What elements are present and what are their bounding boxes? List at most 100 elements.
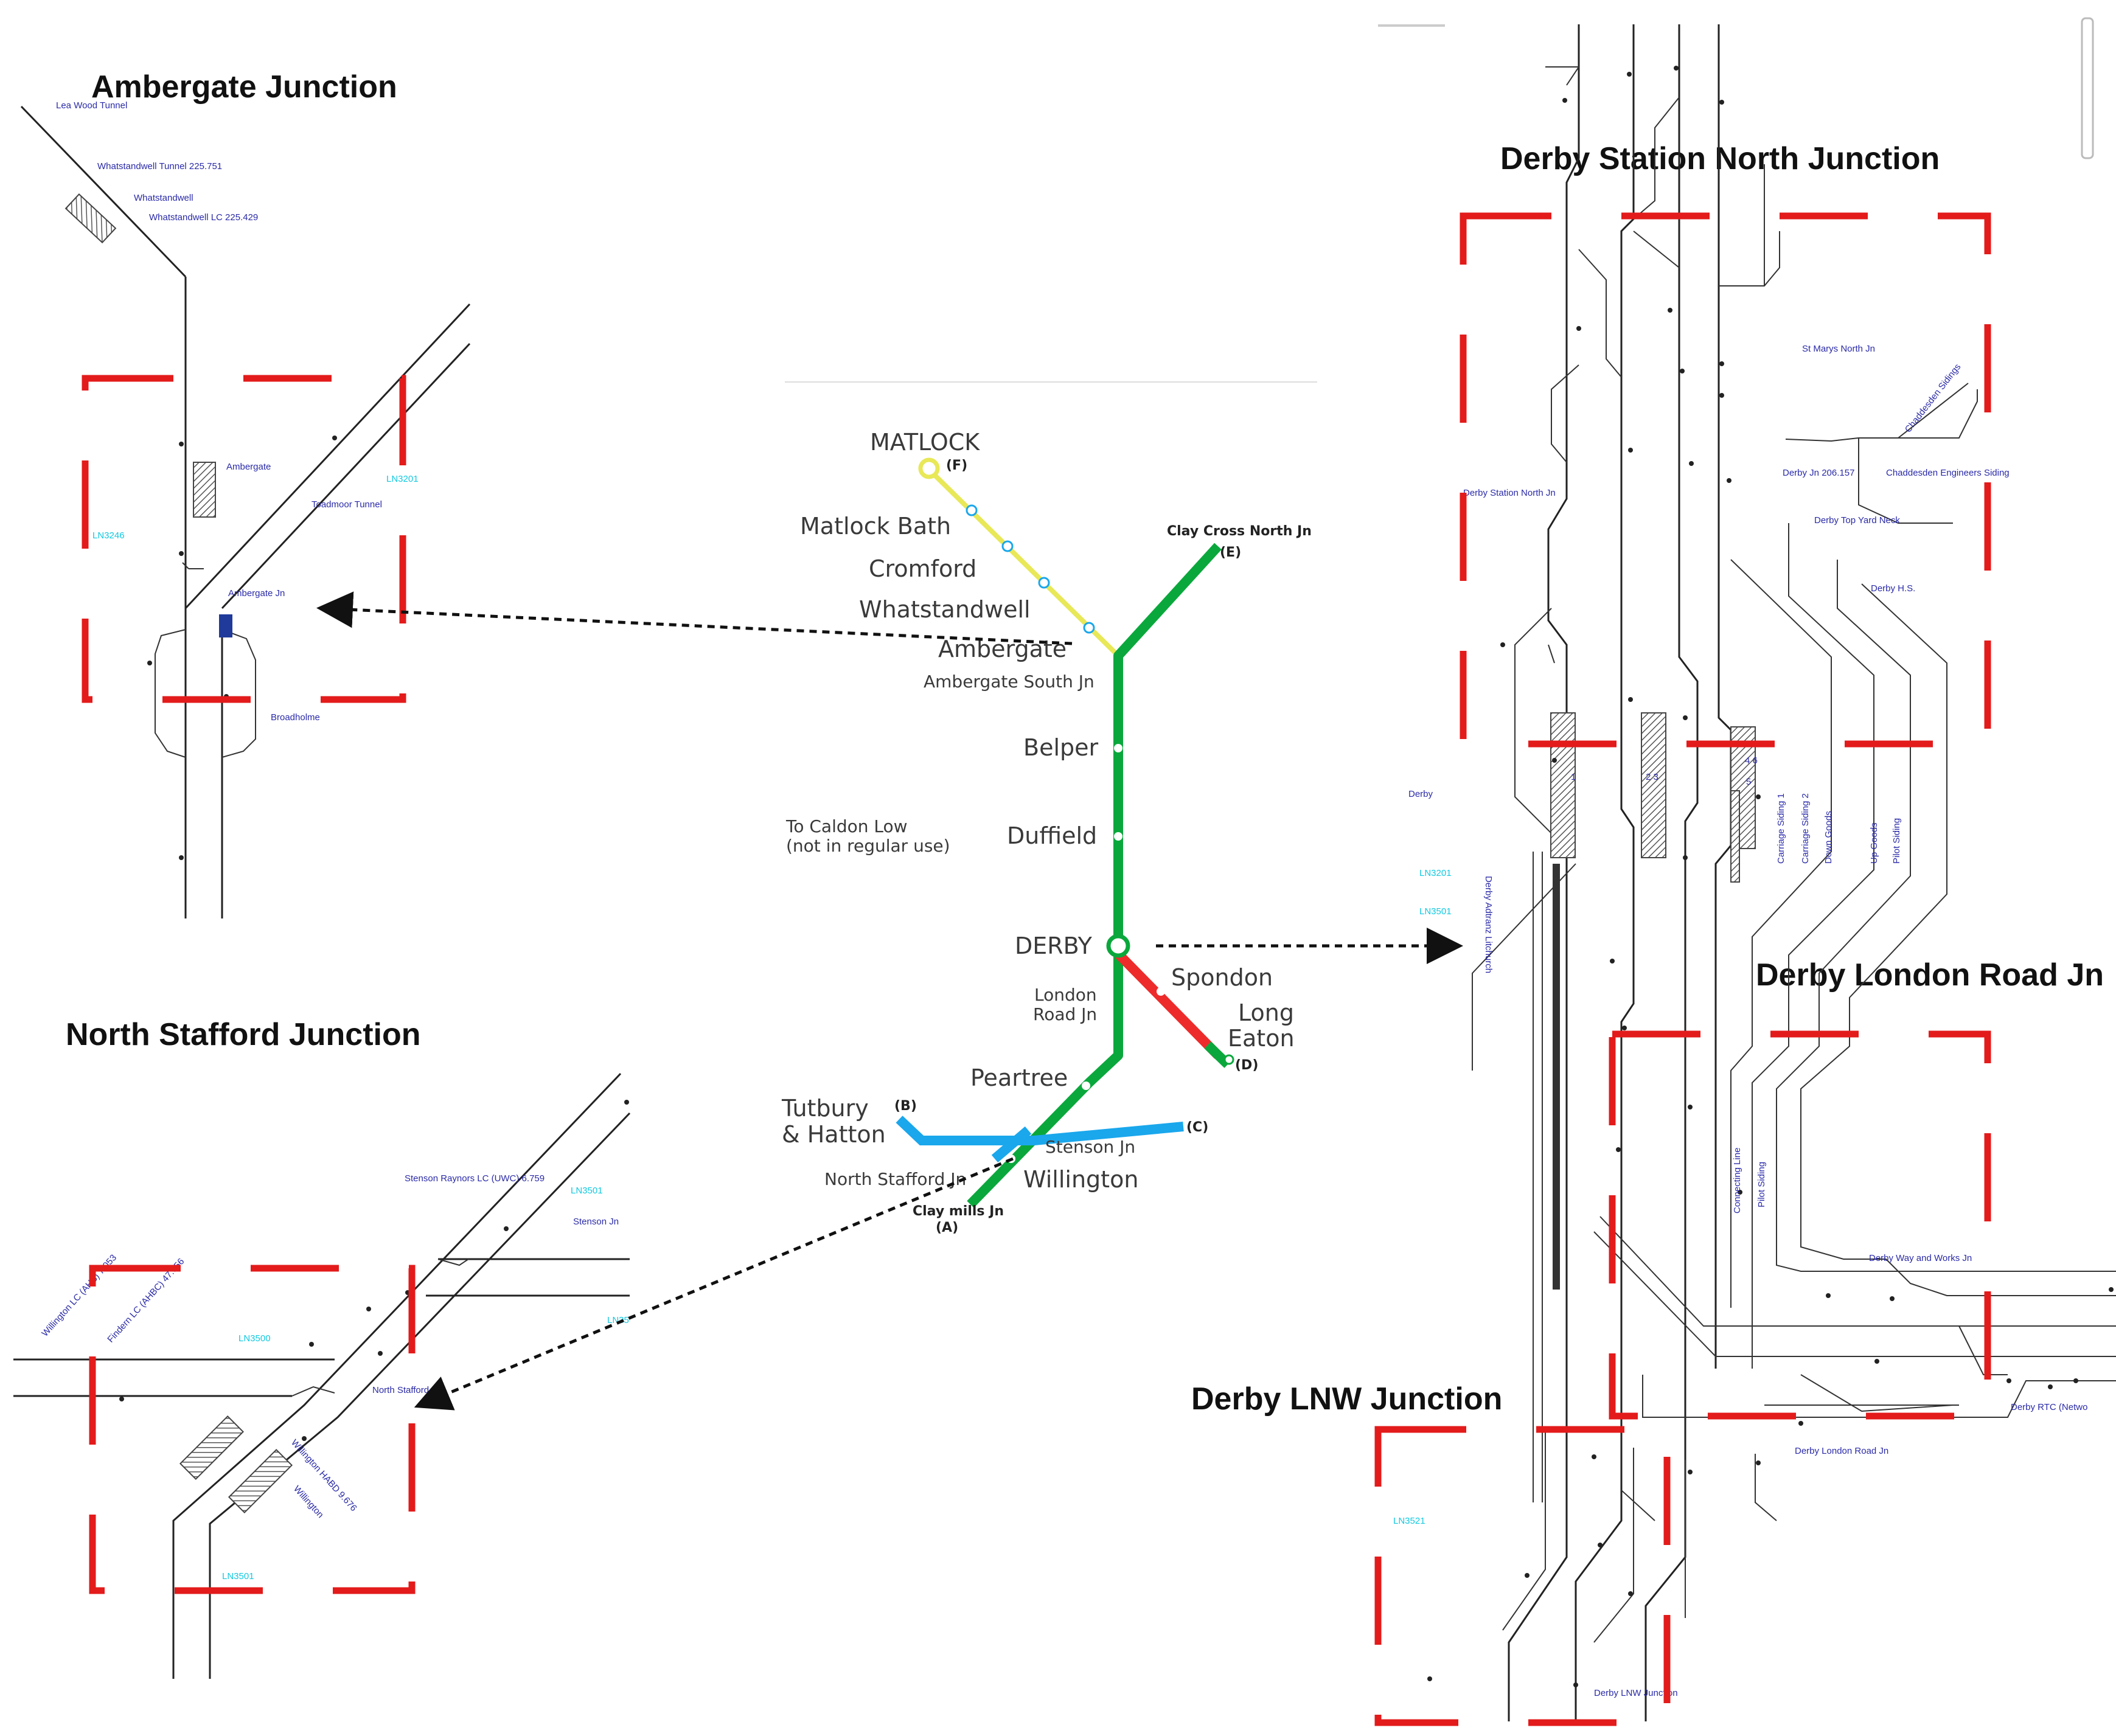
derby-platform-5: [1730, 790, 1740, 883]
derby-map: Derby Station North Junction Derby Londo…: [1191, 17, 2116, 1726]
platform-1-label: 1: [1571, 772, 1576, 782]
ambergate-jn-signalbox-icon: [219, 614, 232, 637]
main-line: [967, 543, 1222, 1208]
willington-station-label: Willington: [1023, 1166, 1138, 1193]
north-stafford-jn-label: North Stafford Jn: [372, 1385, 441, 1395]
derby-london-road-title: Derby London Road Jn: [1756, 957, 2104, 993]
arrow-to-ambergate: [316, 591, 1073, 645]
network-map: MATLOCK (F) Matlock Bath Cromford Whatst…: [781, 381, 1317, 1235]
ln3201-derby-label: LN3201: [1419, 868, 1452, 878]
ln3500-label: LN3500: [238, 1333, 271, 1344]
ambergate-signal-icons: [147, 436, 337, 860]
london-road-label-2: Road Jn: [1033, 1004, 1097, 1024]
ambergate-highlight-box: [82, 375, 406, 703]
cromford-label: Cromford: [869, 555, 976, 582]
pilot-siding-label: Pilot Siding: [1892, 818, 1902, 864]
derby-label: DERBY: [1015, 932, 1093, 959]
platform-5-label: 5: [1746, 777, 1751, 787]
long-eaton-label-1: Long: [1238, 999, 1294, 1026]
carriage-siding-2-label: Carriage Siding 2: [1800, 793, 1811, 864]
stenson-jn-label: Stenson Jn: [573, 1217, 619, 1227]
platform-4-6-label: 4 6: [1745, 755, 1758, 766]
caldon-low-label-2: (not in regular use): [786, 836, 950, 856]
lea-wood-tunnel-label: Lea Wood Tunnel: [56, 100, 127, 111]
ambergate-junction-title: Ambergate Junction: [91, 69, 397, 105]
callout-arrows: [316, 591, 1463, 1411]
clay-mills-label: Clay mills Jn: [913, 1204, 1004, 1219]
ln3501-b-label: LN3501: [222, 1571, 254, 1581]
scrollbar[interactable]: [2081, 17, 2094, 159]
ambergate-tracks: [20, 105, 471, 918]
ambergate-junction-map: Ambergate Junction Lea Wood Tunnel Whats…: [20, 69, 471, 918]
connecting-line-label: Connecting Line: [1732, 1148, 1742, 1213]
ambergate-south-label: Ambergate South Jn: [924, 672, 1095, 692]
derby-lnw-highlight-box: [1374, 1426, 1671, 1726]
toadmoor-tunnel-label: Toadmoor Tunnel: [311, 499, 382, 510]
top-yard-label: Derby Top Yard Neck: [1814, 515, 1900, 526]
ambergate-label: Ambergate: [226, 462, 271, 472]
derby-rtc-label: Derby RTC (Netwo: [2011, 1402, 2087, 1412]
derby-platform-1: [1550, 712, 1576, 858]
broadholme-label: Broadholme: [271, 712, 320, 723]
lnw-jn-label: Derby LNW Junction: [1594, 1688, 1678, 1698]
ln3246-label: LN3246: [92, 530, 125, 541]
derby-station-north-highlight-box: [1460, 212, 1991, 748]
ln3521-label: LN3521: [1393, 1516, 1425, 1526]
whatstandwell-station-label: Whatstandwell: [859, 596, 1031, 623]
tutbury-code: (B): [894, 1099, 917, 1114]
down-goods-label: Down Goods: [1823, 811, 1834, 864]
whatstandwell-tunnel-label: Whatstandwell Tunnel 225.751: [97, 161, 222, 172]
belper-label: Belper: [1023, 734, 1099, 761]
london-road-jn-label: Derby London Road Jn: [1795, 1446, 1888, 1456]
arrow-to-north-stafford: [414, 1157, 1014, 1411]
derby-hs-label: Derby H.S.: [1871, 583, 1915, 594]
ln3501-derby-label: LN3501: [1419, 906, 1452, 917]
derby-london-road-highlight-box: [1609, 1030, 1991, 1420]
long-eaton-label-2: Eaton: [1228, 1025, 1295, 1052]
station-markers: [966, 504, 1095, 634]
clay-mills-code: (A): [936, 1220, 958, 1235]
derby-station-marker: [1106, 934, 1130, 958]
north-stafford-platform-1: [179, 1415, 245, 1481]
london-road-label-1: London: [1034, 985, 1097, 1005]
east-line-code: (C): [1186, 1120, 1208, 1135]
derby-signal-icons: [1427, 66, 2114, 1687]
derby-lnw-title: Derby LNW Junction: [1191, 1381, 1502, 1417]
north-stafford-jn-station-label: North Stafford Jn: [824, 1169, 966, 1189]
whatstandwell-lc-label: Whatstandwell LC 225.429: [149, 212, 258, 223]
north-stafford-highlight-box: [89, 1265, 416, 1594]
main-line-stops: [1007, 744, 1165, 1163]
ln3501-a-label: LN3501: [571, 1186, 603, 1196]
spondon-label: Spondon: [1171, 964, 1273, 991]
adtranz-label: Derby Adtranz Litchurch: [1483, 876, 1494, 973]
peartree-label: Peartree: [970, 1064, 1068, 1091]
ln35-label: LN35: [607, 1315, 629, 1325]
tutbury-label-2: & Hatton: [782, 1121, 886, 1148]
derby-station-north-title: Derby Station North Junction: [1500, 141, 1940, 176]
chaddesden-sidings-label: Chaddesden Sidings: [1903, 362, 1963, 435]
chaddesden-engineers-label: Chaddesden Engineers Siding: [1886, 468, 2010, 478]
pilot-siding-2-label: Pilot Siding: [1756, 1162, 1767, 1207]
carriage-siding-1-label: Carriage Siding 1: [1776, 793, 1786, 864]
derby-tracks: [1472, 24, 2116, 1721]
willington-station-label: Willington: [291, 1484, 325, 1520]
tutbury-label-1: Tutbury: [781, 1095, 869, 1122]
way-works-label: Derby Way and Works Jn: [1869, 1253, 1972, 1263]
north-stafford-platform-2: [228, 1448, 293, 1514]
willington-habd-label: Willington HABD 9.676: [289, 1437, 359, 1513]
derby-platform-2-3: [1641, 712, 1666, 858]
north-stafford-junction-title: North Stafford Junction: [66, 1017, 421, 1052]
stenson-link: [991, 1126, 1032, 1163]
stenson-raynors-label: Stenson Raynors LC (UWC) 6.759: [405, 1173, 545, 1184]
stenson-jn-station-label: Stenson Jn: [1045, 1137, 1135, 1157]
whatstandwell-platform: [64, 193, 117, 244]
clay-cross-code: (E): [1220, 545, 1241, 560]
duffield-label: Duffield: [1007, 822, 1097, 849]
whatstandwell-label: Whatstandwell: [134, 193, 193, 203]
long-eaton-code: (D): [1235, 1058, 1258, 1073]
platform-2-3-label: 2 3: [1646, 772, 1658, 782]
clay-cross-label: Clay Cross North Jn: [1167, 524, 1312, 539]
matlock-code: (F): [946, 458, 967, 473]
matlock-label: MATLOCK: [870, 429, 980, 456]
